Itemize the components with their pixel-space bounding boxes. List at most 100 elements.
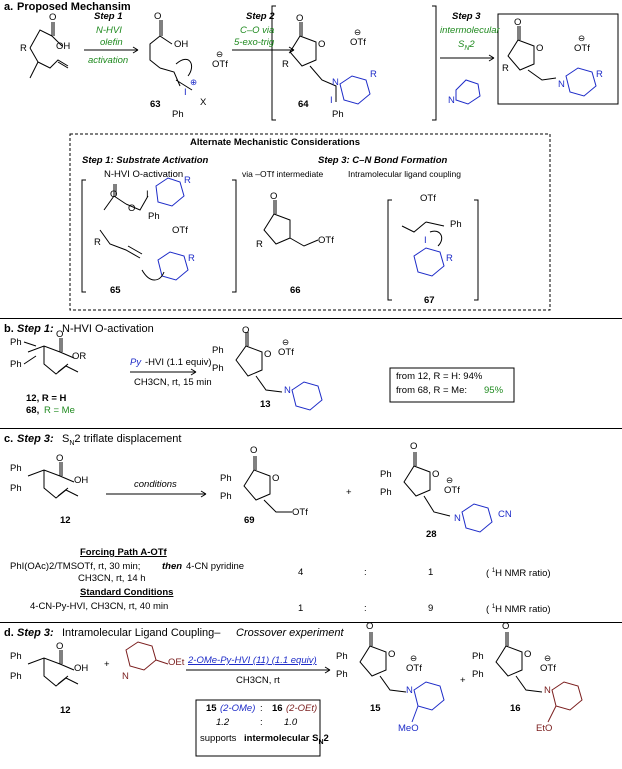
compound-67-label: 67: [424, 295, 435, 306]
compound-65-structure: [99, 177, 189, 281]
d-plus-2: +: [460, 675, 466, 686]
c66-otf-label: OTf: [318, 235, 334, 246]
box-c15-sub: (2-OMe): [220, 703, 256, 714]
d16-otf-charge: ⊖: [544, 653, 552, 663]
c64-r2-label: R: [370, 69, 377, 80]
acid-substrate-structure: [29, 22, 69, 79]
c64-otf-charge: ⊖: [354, 27, 362, 37]
c67-otf-label: OTf: [420, 193, 436, 204]
step3-line2: SN2: [458, 39, 475, 52]
d-compound-12-label: 12: [60, 705, 71, 716]
panel-b-step: Step 1:: [17, 323, 54, 335]
c67-r-label: R: [446, 253, 453, 264]
compound-28-label: 28: [426, 529, 437, 540]
standard-ratio-colon: :: [364, 603, 367, 614]
yield-box: [389, 367, 515, 403]
d16-o: O: [502, 621, 510, 632]
b13-ph1: Ph: [212, 345, 224, 356]
panel-d-title-italic: Crossover experiment: [236, 627, 344, 639]
c63-x-label: X: [200, 97, 207, 108]
panel-a-title: Proposed Mechansim: [17, 1, 131, 13]
box-colon-1: :: [260, 703, 263, 714]
panel-c-step: Step 3:: [17, 433, 54, 445]
c28-n: N: [454, 513, 461, 524]
standard-ratio-b: 9: [428, 603, 434, 614]
c69-ring-o: O: [272, 473, 280, 484]
d15-otf-charge: ⊖: [410, 653, 418, 663]
c65-o2-label: O: [128, 203, 136, 214]
compound-63-label: 63: [150, 99, 161, 110]
box-c16-sub: (2-OEt): [286, 703, 318, 714]
d-reagent: 2-OMe-Py-HVI (11) (1.1 equiv): [188, 655, 317, 666]
c65-i-label: I: [146, 189, 149, 200]
b13-o-label: O: [242, 325, 250, 336]
step3-line1: intermolecular: [440, 25, 500, 36]
divider-a-b: [0, 318, 622, 319]
b13-otf-charge: ⊖: [282, 337, 290, 347]
b-or-label: OR: [72, 351, 87, 362]
product-otf-charge: ⊖: [578, 33, 586, 43]
panel-b-title: N-HVI O-activation: [62, 323, 154, 335]
alt-step1-title: Step 1: Substrate Activation: [82, 155, 209, 166]
d15-ph1: Ph: [336, 651, 348, 662]
c28-cn: CN: [498, 509, 512, 520]
c67-i-label: I: [424, 235, 427, 246]
b-label-68-num: 68,: [26, 405, 40, 416]
c65-otf-label: OTf: [172, 225, 188, 236]
box-conclusion: intermolecular SN2: [244, 733, 329, 746]
alt-step3-title: Step 3: C–N Bond Formation: [318, 155, 448, 166]
c28-otf: OTf: [444, 485, 460, 496]
b-ph2: Ph: [10, 359, 22, 370]
alt-via-label: via –OTf intermediate: [242, 169, 324, 179]
c67-ph-label: Ph: [450, 219, 462, 230]
b-reagent-rest: -HVI (1.1 equiv): [145, 357, 212, 368]
b-ph1: Ph: [10, 337, 22, 348]
d16-n: N: [544, 685, 551, 696]
d-conditions: CH3CN, rt: [236, 675, 280, 686]
forcing-line1c: 4-CN pyridine: [186, 561, 245, 572]
product-n-label: N: [558, 79, 565, 90]
step1-line3: activation: [88, 55, 129, 66]
panel-d-title: Intramolecular Ligand Coupling–: [62, 627, 221, 639]
panel-a-letter: a.: [4, 1, 14, 13]
b-conditions: CH3CN, rt, 15 min: [134, 377, 212, 388]
c63-i-label: I: [184, 87, 187, 98]
d-oet: OEt: [168, 657, 185, 668]
forcing-title: Forcing Path A-OTf: [80, 547, 167, 558]
step1-line2: olefin: [100, 37, 123, 48]
product-r2-label: R: [596, 69, 603, 80]
b13-ring-o: O: [264, 349, 272, 360]
d16-eto: EtO: [536, 723, 553, 734]
c-arrow-label: conditions: [134, 479, 177, 490]
compound-15-structure: [359, 632, 445, 723]
compound-16-label: 16: [510, 703, 521, 714]
c28-otf-charge: ⊖: [446, 475, 454, 485]
c63-oh-label: OH: [174, 39, 189, 50]
c12-ph2: Ph: [10, 483, 22, 494]
d15-o: O: [366, 621, 374, 632]
d15-ring-o: O: [388, 649, 396, 660]
compound-12-68-structure: [23, 338, 79, 375]
box-supports: supports: [200, 733, 237, 744]
d-plus-1: +: [104, 659, 110, 670]
b-o-label: O: [56, 329, 64, 340]
product-ring-o: O: [536, 43, 544, 54]
d15-n: N: [406, 685, 413, 696]
compound-12-c-structure: [27, 462, 79, 499]
compound-67-structure: [401, 221, 445, 277]
step3-title: Step 3: [452, 11, 481, 22]
compound-66-label: 66: [290, 285, 301, 296]
step2-title: Step 2: [246, 11, 275, 22]
b-reagent-py: Py: [130, 357, 142, 368]
c64-i-label: I: [330, 95, 333, 106]
product-pyridinium-structure: [507, 26, 597, 97]
compound-65-label: 65: [110, 285, 121, 296]
d16-otf: OTf: [540, 663, 556, 674]
compound-13-structure: [235, 332, 323, 411]
box-c16: 16: [272, 703, 283, 714]
d12-ph2: Ph: [10, 671, 22, 682]
compound-69-structure: [243, 456, 292, 513]
forcing-ratio-colon: :: [364, 567, 367, 578]
c69-otf: OTf: [292, 507, 308, 518]
